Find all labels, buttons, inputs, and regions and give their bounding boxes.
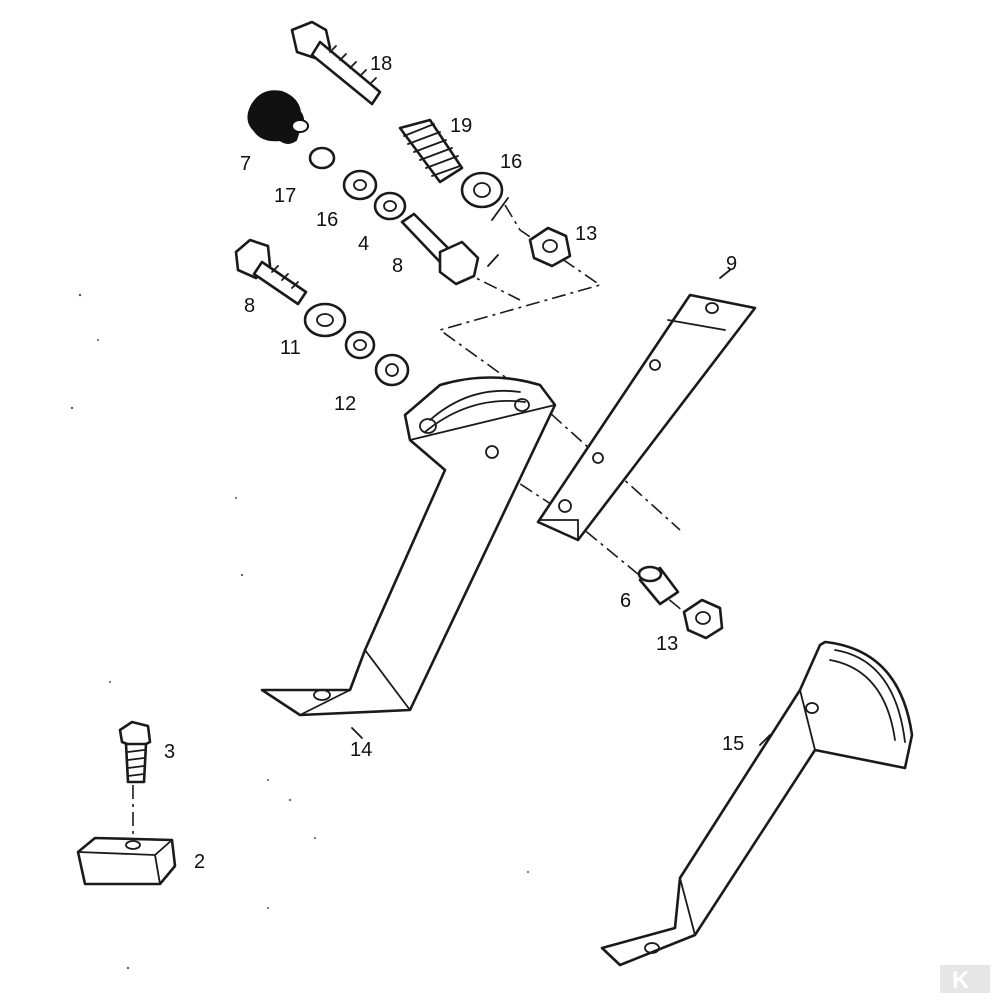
callout-7: 7: [240, 153, 251, 175]
callout-16-right: 16: [500, 151, 522, 173]
callout-16-left: 16: [316, 209, 338, 231]
spacer-6: [637, 565, 680, 606]
watermark-logo: K: [940, 965, 990, 994]
block-2: [76, 836, 177, 886]
washer-4: [373, 191, 407, 221]
washer-16-right: [460, 171, 504, 209]
callout-11: 11: [280, 337, 301, 359]
callout-8-upper: 8: [392, 255, 403, 277]
callout-15: 15: [722, 733, 744, 755]
leader-lines: [351, 197, 771, 746]
bolt-3: [118, 720, 152, 784]
washer-11: [303, 302, 347, 338]
callout-13-upper: 13: [575, 223, 597, 245]
callout-6: 6: [620, 590, 631, 612]
watermark-letter: K: [952, 967, 970, 994]
scan-specks: [70, 293, 529, 970]
strap-9: [536, 293, 757, 542]
assembly-axes: [132, 204, 701, 840]
callout-12: 12: [334, 393, 356, 415]
callout-8-lower: 8: [244, 295, 255, 317]
bracket-15: [600, 640, 914, 967]
bracket-14: [260, 376, 557, 717]
nut-13-lower: [682, 598, 724, 640]
knob-7: [247, 90, 309, 144]
callout-9: 9: [726, 253, 737, 275]
callout-13-lower: 13: [656, 633, 678, 655]
axis-upper-bolt: [438, 204, 681, 531]
callout-4: 4: [358, 233, 369, 255]
callout-19: 19: [450, 115, 472, 137]
nut-13-upper: [528, 226, 572, 268]
bolt-8-upper: [400, 212, 480, 286]
washer-12: [374, 353, 410, 387]
callout-2: 2: [194, 851, 205, 873]
callout-3: 3: [164, 741, 175, 763]
callout-17: 17: [274, 185, 296, 207]
ring-17: [308, 146, 336, 170]
callout-18: 18: [370, 53, 392, 75]
callout-14: 14: [350, 739, 372, 761]
callout-labels: 18 19 7 17 16 16 4 8 13 9 8 11 12 6 13 1…: [164, 53, 744, 873]
bolt-8-lower: [234, 238, 308, 306]
washer-11b: [344, 330, 376, 360]
washer-16-left: [342, 169, 378, 201]
bolt-18: [290, 20, 382, 106]
spring-19: [398, 118, 464, 184]
